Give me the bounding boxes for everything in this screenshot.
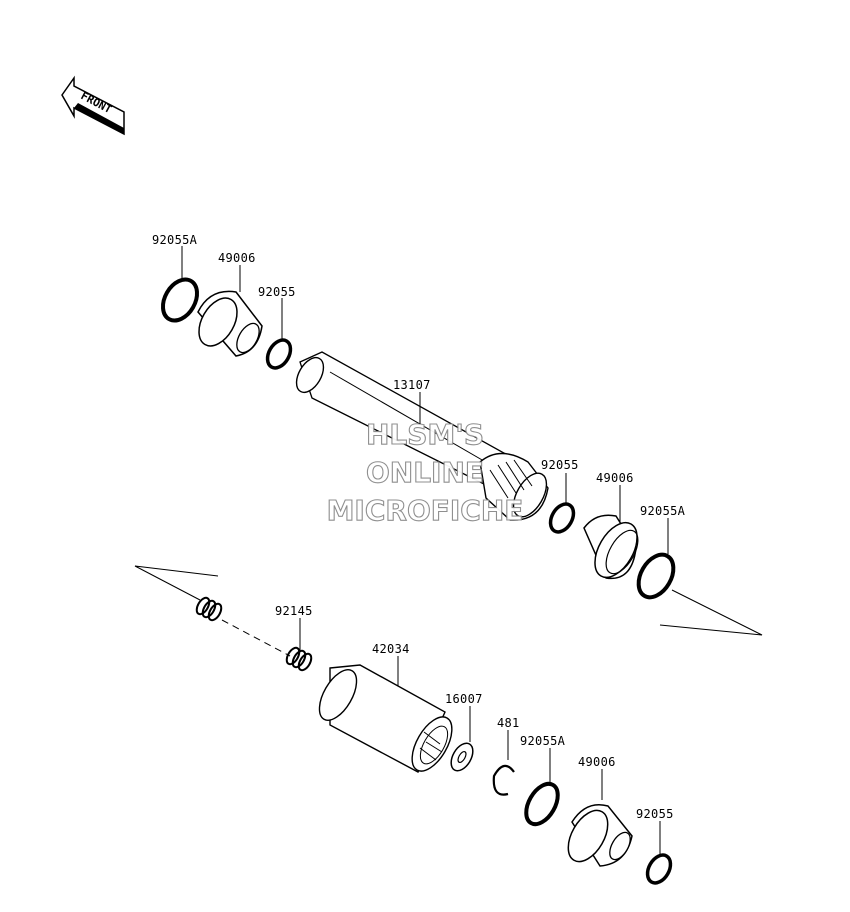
spring-92145-left [195,596,223,622]
label-49006-top: 49006 [218,251,256,265]
watermark-line1: HLSM'S [366,418,484,451]
ring-92055-bot [645,853,673,885]
leader-lines [181,246,669,854]
axis-line-lower [134,565,219,601]
ring-92055a-bot [524,781,560,827]
watermark-line3: MICROFICHE [327,494,524,527]
spring-dash-line [221,619,291,657]
label-92055a-bot: 92055A [520,734,566,748]
label-42034: 42034 [372,642,410,656]
axis-line-upper [659,589,763,636]
label-92055-top: 92055 [258,285,296,299]
label-92055a-mid: 92055A [640,504,686,518]
ring-92055a-top [160,277,200,323]
spring-92145-right [285,646,313,672]
ring-92055-top [265,338,293,370]
boot-49006-top [197,290,263,357]
label-92055-mid: 92055 [541,458,579,472]
label-92055a-top: 92055A [152,233,198,247]
part-labels: 92055A 49006 92055 13107 92055 49006 920… [152,233,686,821]
boot-49006-bot [567,804,633,867]
washer-16007 [450,742,474,772]
front-arrow-icon: FRONT [61,75,125,136]
watermark: HLSM'S ONLINE MICROFICHE [326,417,524,527]
coupling-42034 [318,664,453,773]
ring-92055a-mid [636,552,676,600]
label-481: 481 [497,716,520,730]
label-92055-bot: 92055 [636,807,674,821]
circlip-481 [492,764,515,796]
label-49006-mid: 49006 [596,471,634,485]
label-92145: 92145 [275,604,313,618]
label-49006-bot: 49006 [578,755,616,769]
watermark-line2: ONLINE [366,456,484,489]
label-13107: 13107 [393,378,431,392]
ring-92055-mid [548,502,576,534]
boot-49006-mid [583,514,639,580]
shaft-13107 [295,351,549,521]
label-16007: 16007 [445,692,483,706]
